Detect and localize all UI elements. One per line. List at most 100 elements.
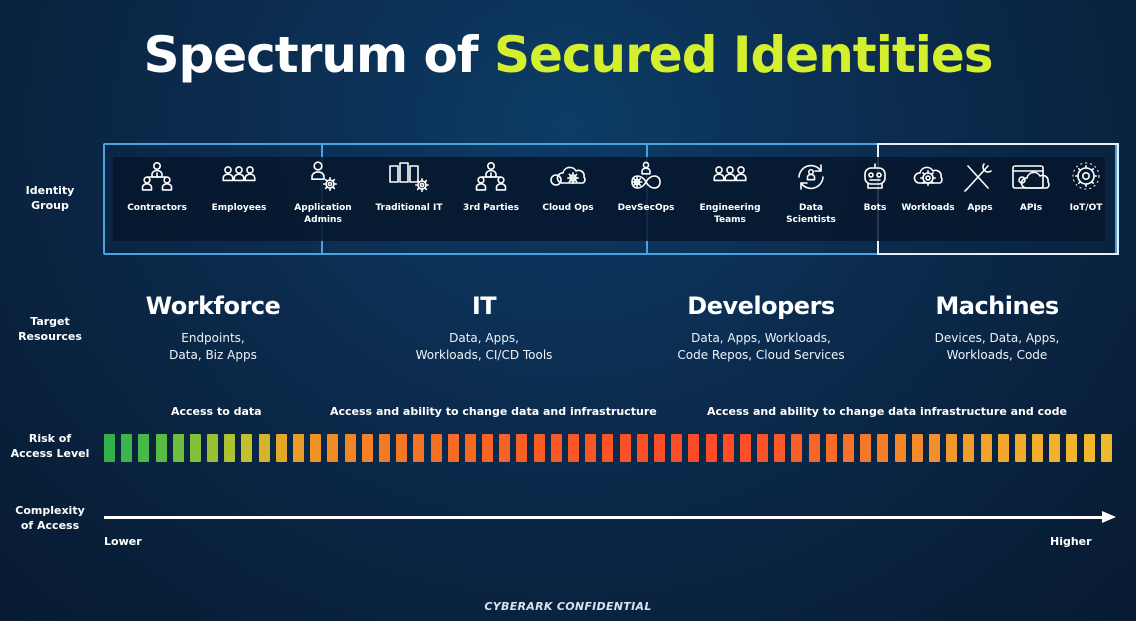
identity-workloads: Workloads: [893, 160, 963, 214]
identity-label: Cloud Ops: [542, 203, 594, 213]
risk-bar: [516, 434, 528, 462]
risk-bar: [774, 434, 786, 462]
risk-bar: [860, 434, 872, 462]
identity-employees: Employees: [204, 160, 274, 214]
identity-label: Contractors: [127, 203, 187, 213]
slide-title: Spectrum of Secured Identities: [0, 26, 1136, 84]
risk-bar: [585, 434, 597, 462]
group-desc: Endpoints, Data, Biz Apps: [169, 331, 257, 362]
risk-bar: [378, 434, 390, 462]
risk-text-workforce: Access to data: [171, 405, 262, 418]
risk-bar: [568, 434, 580, 462]
risk-bar: [1083, 434, 1095, 462]
group-title: Developers: [687, 292, 835, 320]
people-org-icon: [122, 160, 192, 194]
risk-bar: [189, 434, 201, 462]
risk-bar: [705, 434, 717, 462]
api-icon: [996, 160, 1066, 194]
risk-bar: [447, 434, 459, 462]
risk-bar: [172, 434, 184, 462]
iot-gear-icon: [1051, 160, 1121, 194]
risk-bar: [138, 434, 150, 462]
data-cycle-icon: [776, 160, 846, 194]
identity-devsecops: DevSecOps: [611, 160, 681, 214]
risk-bar: [928, 434, 940, 462]
identity-label: IoT/OT: [1069, 203, 1103, 213]
risk-scale: [104, 434, 1118, 462]
risk-bar: [671, 434, 683, 462]
risk-bar: [121, 434, 133, 462]
group-it: IT Data, Apps, Workloads, CI/CD Tools: [398, 292, 570, 364]
risk-bar: [619, 434, 631, 462]
complexity-higher: Higher: [1050, 535, 1092, 548]
identity-label: DevSecOps: [617, 203, 675, 213]
risk-bar: [396, 434, 408, 462]
risk-bar: [430, 434, 442, 462]
title-part-1: Spectrum of: [143, 26, 494, 84]
risk-bar: [258, 434, 270, 462]
identity-contractors: Contractors: [122, 160, 192, 214]
risk-bar: [533, 434, 545, 462]
risk-bar: [413, 434, 425, 462]
risk-bar: [1014, 434, 1026, 462]
risk-text-developers: Access and ability to change data infras…: [707, 405, 1067, 418]
risk-text-it: Access and ability to change data and in…: [330, 405, 657, 418]
identity-label: Traditional IT: [375, 203, 443, 213]
group-desc: Data, Apps, Workloads, Code Repos, Cloud…: [677, 331, 845, 362]
identity-apps: Apps: [945, 160, 1015, 214]
risk-bar: [757, 434, 769, 462]
group-workforce: Workforce Endpoints, Data, Biz Apps: [128, 292, 298, 364]
target-resources-label: Target Resources: [18, 315, 82, 343]
risk-bar: [550, 434, 562, 462]
gear-cloud-icon: [893, 160, 963, 194]
risk-bar: [997, 434, 1009, 462]
robot-icon: [840, 160, 910, 194]
identity-label: Workloads: [901, 203, 955, 213]
risk-bar: [894, 434, 906, 462]
risk-bar: [739, 434, 751, 462]
risk-bar: [464, 434, 476, 462]
risk-bar: [344, 434, 356, 462]
people-group-icon: [204, 160, 274, 194]
risk-bar: [825, 434, 837, 462]
risk-bar: [843, 434, 855, 462]
group-title: IT: [471, 292, 497, 320]
people-group-icon: [695, 160, 765, 194]
risk-bar: [310, 434, 322, 462]
identity-3rdparties: 3rd Parties: [456, 160, 526, 214]
group-machines: Machines Devices, Data, Apps, Workloads,…: [912, 292, 1082, 364]
risk-bar: [980, 434, 992, 462]
title-part-2: Secured Identities: [493, 26, 994, 84]
identity-traditionalit: Traditional IT: [374, 160, 444, 214]
identity-label: APIs: [1019, 203, 1043, 213]
risk-bar: [361, 434, 373, 462]
identity-label: Bots: [863, 203, 887, 213]
complexity-lower: Lower: [104, 535, 142, 548]
risk-bar: [653, 434, 665, 462]
group-developers: Developers Data, Apps, Workloads, Code R…: [668, 292, 854, 364]
risk-bar: [808, 434, 820, 462]
risk-bar: [1049, 434, 1061, 462]
risk-bar: [688, 434, 700, 462]
risk-bar: [722, 434, 734, 462]
identity-label: 3rd Parties: [463, 203, 519, 213]
arrow-right-icon: [1102, 511, 1116, 523]
tools-icon: [945, 160, 1015, 194]
group-desc: Data, Apps, Workloads, CI/CD Tools: [415, 331, 553, 362]
risk-bar: [963, 434, 975, 462]
group-title: Workforce: [145, 292, 281, 320]
risk-bar: [1066, 434, 1078, 462]
risk-bar: [499, 434, 511, 462]
risk-bar: [327, 434, 339, 462]
group-desc: Devices, Data, Apps, Workloads, Code: [934, 331, 1060, 362]
risk-bar: [207, 434, 219, 462]
identity-label: Employees: [211, 203, 267, 213]
complexity-arrow-line: [104, 516, 1104, 519]
complexity-label: Complexity of Access: [15, 504, 85, 532]
risk-bar: [155, 434, 167, 462]
